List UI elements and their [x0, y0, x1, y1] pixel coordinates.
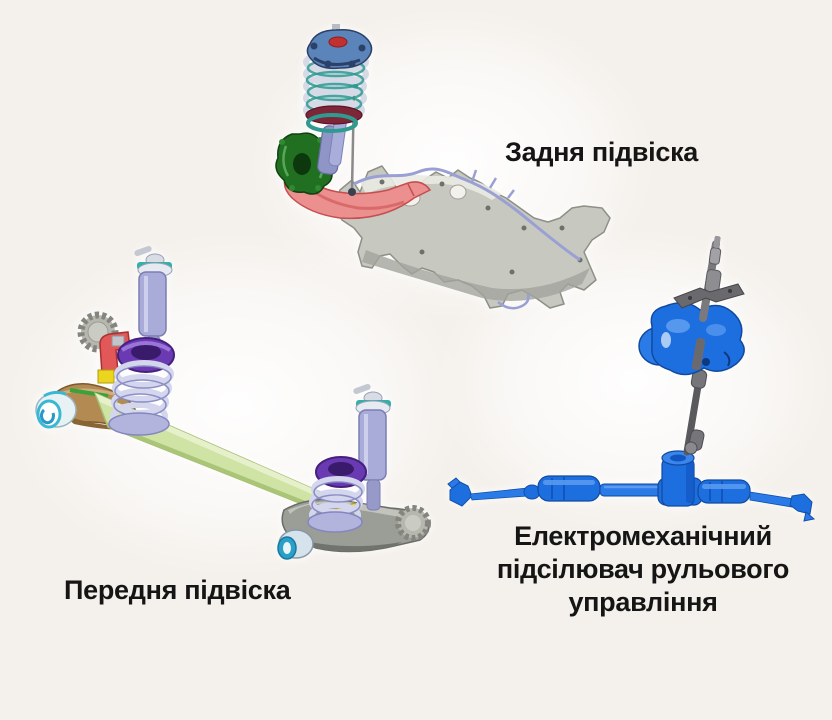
front-left-bushing	[35, 390, 77, 429]
front-suspension-illustration	[22, 244, 442, 569]
eps-illustration	[444, 234, 816, 524]
eps-label-line3: управління	[568, 587, 718, 617]
rear-suspension-label: Задня підвіска	[505, 137, 699, 167]
front-left-spring	[108, 337, 175, 436]
eps-column-lower	[683, 369, 708, 456]
eps-steering-rack	[447, 475, 816, 522]
eps-label-line2: підсілювач рульового	[496, 554, 790, 584]
eps-mount-bracket	[673, 283, 745, 309]
eps-label: Електромеханічний підсілювач рульового у…	[462, 520, 824, 619]
rear-stabilizer-lines	[353, 167, 581, 310]
eps-label-line1: Електромеханічний	[514, 521, 772, 551]
eps-motor-housing	[638, 302, 745, 376]
front-suspension-label: Передня підвіска	[64, 575, 291, 605]
rear-suspension-illustration	[262, 22, 632, 312]
eps-column-upper	[673, 235, 745, 322]
front-right-spring	[307, 456, 367, 533]
eps-pinion-tower	[661, 450, 695, 507]
rear-knuckle	[275, 132, 333, 195]
eps-svg	[447, 235, 816, 522]
front-right-shock	[353, 383, 391, 511]
rear-strut	[303, 24, 373, 175]
front-suspension-svg	[35, 245, 431, 560]
rear-suspension-svg	[275, 24, 611, 310]
rear-strut-top-mount	[306, 24, 373, 70]
